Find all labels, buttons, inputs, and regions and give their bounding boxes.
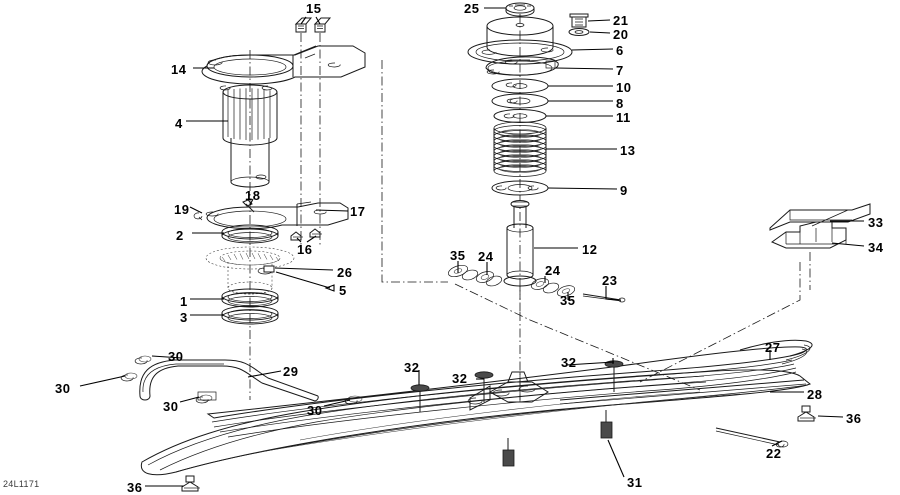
callout-26: 26 [337,265,353,280]
callout-35-a: 35 [450,248,466,263]
callout-6: 6 [616,43,624,58]
washer-upper [221,288,279,308]
callout-30-a: 30 [168,349,184,364]
shock-body [503,200,537,287]
callout-32-b: 32 [561,355,577,370]
saddle-lower [770,221,847,249]
callout-3: 3 [180,310,188,325]
callout-11: 11 [616,110,631,125]
saddle-parts [769,203,871,290]
callout-30-d: 30 [307,403,323,418]
lower-mount-plate [205,201,349,230]
leader-lines [79,7,865,487]
retaining-clip [485,56,559,76]
callout-16: 16 [297,242,313,257]
ski-body [140,339,816,492]
runner-stud-a [502,438,515,467]
callout-30-c: 30 [163,399,179,414]
washer-pivot-left [448,264,479,281]
callout-17: 17 [350,204,366,219]
callout-13: 13 [620,143,636,158]
left-column-assembly [193,17,366,330]
nut-runner-left [181,475,200,492]
pin [242,199,255,213]
callout-20: 20 [613,27,629,42]
callout-24-a: 24 [478,249,494,264]
ski-mount-bolt-right [604,360,624,392]
callout-5: 5 [339,283,347,298]
saddle-upper [769,203,871,231]
callout-24-b: 24 [545,263,561,278]
nut-runner-right [797,405,816,422]
callout-10: 10 [616,80,632,95]
callout-27: 27 [765,340,781,355]
grease-fitting-assembly [205,246,295,295]
callout-1: 1 [180,294,188,309]
carbide-runner-bolt [715,427,789,448]
nut-cap [569,13,589,28]
callout-18: 18 [245,188,261,203]
bolt-upper-pair [294,17,332,33]
callout-22: 22 [766,446,782,461]
ski-mount-bolt-left [410,384,430,412]
bushing-pivot-right [530,278,560,294]
bushing-pivot-left [475,271,503,287]
callout-32-a: 32 [404,360,420,375]
cotter-pin [582,293,626,303]
callout-36-b: 36 [127,480,143,495]
callout-14: 14 [171,62,187,77]
diagram-code: 24L1171 [3,479,40,489]
runner-stud-b [600,410,613,439]
clip-small [193,212,203,221]
callout-28: 28 [807,387,823,402]
ski-mount-bolt-mid [474,371,494,402]
callout-8: 8 [616,96,624,111]
washer-cap [568,28,590,36]
callout-34: 34 [868,240,884,255]
upper-mount-plate [201,45,366,85]
callout-30-b: 30 [55,381,71,396]
ski-handle [120,355,363,405]
callout-4: 4 [175,116,183,131]
handle-rivet-a [120,372,138,382]
callout-2: 2 [176,228,184,243]
handle-rivet-c [195,391,217,404]
callout-29: 29 [283,364,299,379]
callout-32-c: 32 [452,371,468,386]
callout-12: 12 [582,242,598,257]
callout-36-a: 36 [846,411,862,426]
callout-7: 7 [616,63,624,78]
splined-bushing [219,84,278,188]
ski-mount-bracket [467,371,549,411]
handle-rivet-b [134,355,152,365]
callout-23: 23 [602,273,618,288]
callout-9: 9 [620,183,628,198]
callout-15: 15 [306,1,322,16]
callout-21: 21 [613,13,629,28]
callout-25: 25 [464,1,480,16]
callout-35-b: 35 [560,293,576,308]
bolt-lower-pair [290,228,322,241]
callout-19: 19 [174,202,190,217]
callout-31: 31 [627,475,643,490]
callout-33: 33 [868,215,884,230]
